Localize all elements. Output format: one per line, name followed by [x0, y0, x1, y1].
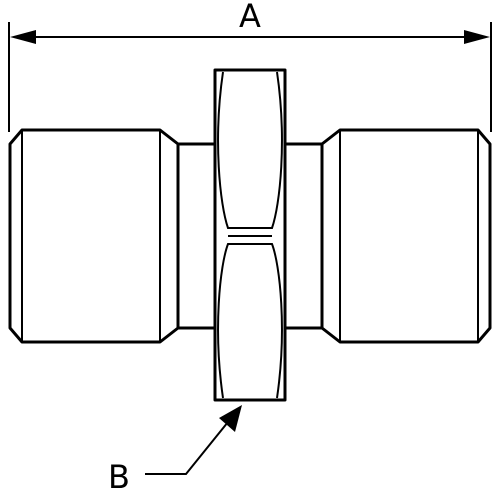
- hex-outline: [213, 68, 287, 402]
- hex-top-flat: [217, 71, 283, 229]
- hex-body: [213, 68, 287, 402]
- leader-arrowhead-b: [219, 405, 242, 432]
- dimension-label-a: A: [239, 0, 261, 35]
- left-threaded-end: [8, 128, 180, 344]
- arrowhead-left: [10, 30, 36, 44]
- callout-b: B: [108, 405, 242, 496]
- callout-label-b: B: [108, 458, 130, 496]
- hex-bottom-flat: [217, 243, 283, 399]
- left-thread-outline: [8, 128, 180, 344]
- dimension-a: A: [8, 0, 492, 132]
- left-neck: [176, 142, 217, 330]
- right-thread-outline: [320, 128, 492, 344]
- leader-line-b: [145, 421, 229, 475]
- arrowhead-right: [464, 30, 490, 44]
- right-threaded-end: [320, 128, 492, 344]
- right-neck: [283, 142, 324, 330]
